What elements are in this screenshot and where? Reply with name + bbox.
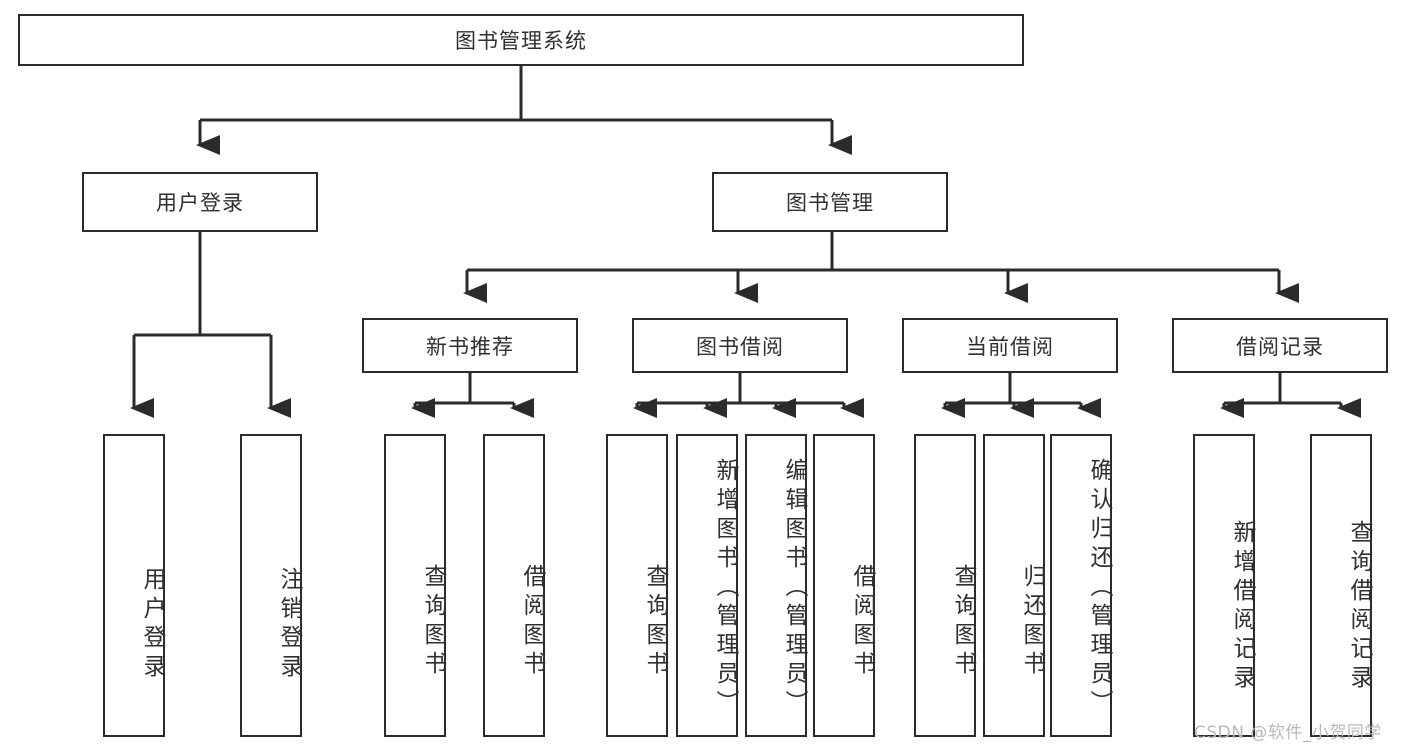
leaf-add-borrow-record[interactable]: 新增借阅记录: [1193, 434, 1255, 737]
node-book-borrow[interactable]: 图书借阅: [632, 318, 848, 373]
node-root[interactable]: 图书管理系统: [18, 14, 1024, 66]
leaf-query-book-borrow[interactable]: 查询图书: [606, 434, 668, 737]
node-user-login[interactable]: 用户登录: [82, 172, 318, 232]
leaf-query-borrow-record[interactable]: 查询借阅记录: [1310, 434, 1372, 737]
node-borrow-record[interactable]: 借阅记录: [1172, 318, 1388, 373]
node-new-book-recommend[interactable]: 新书推荐: [362, 318, 578, 373]
leaf-user-logout[interactable]: 注销登录: [240, 434, 302, 737]
leaf-edit-book-admin[interactable]: 编辑图书（管理员）: [745, 434, 807, 737]
leaf-return-book[interactable]: 归还图书: [983, 434, 1045, 737]
leaf-user-login[interactable]: 用户登录: [103, 434, 165, 737]
leaf-borrow-book[interactable]: 借阅图书: [813, 434, 875, 737]
leaf-confirm-return-admin[interactable]: 确认归还（管理员）: [1050, 434, 1112, 737]
node-current-borrow[interactable]: 当前借阅: [902, 318, 1118, 373]
leaf-query-book-recommend[interactable]: 查询图书: [384, 434, 446, 737]
leaf-query-book-current[interactable]: 查询图书: [914, 434, 976, 737]
node-book-manage[interactable]: 图书管理: [712, 172, 948, 232]
leaf-add-book-admin[interactable]: 新增图书（管理员）: [676, 434, 738, 737]
leaf-borrow-book-recommend[interactable]: 借阅图书: [483, 434, 545, 737]
